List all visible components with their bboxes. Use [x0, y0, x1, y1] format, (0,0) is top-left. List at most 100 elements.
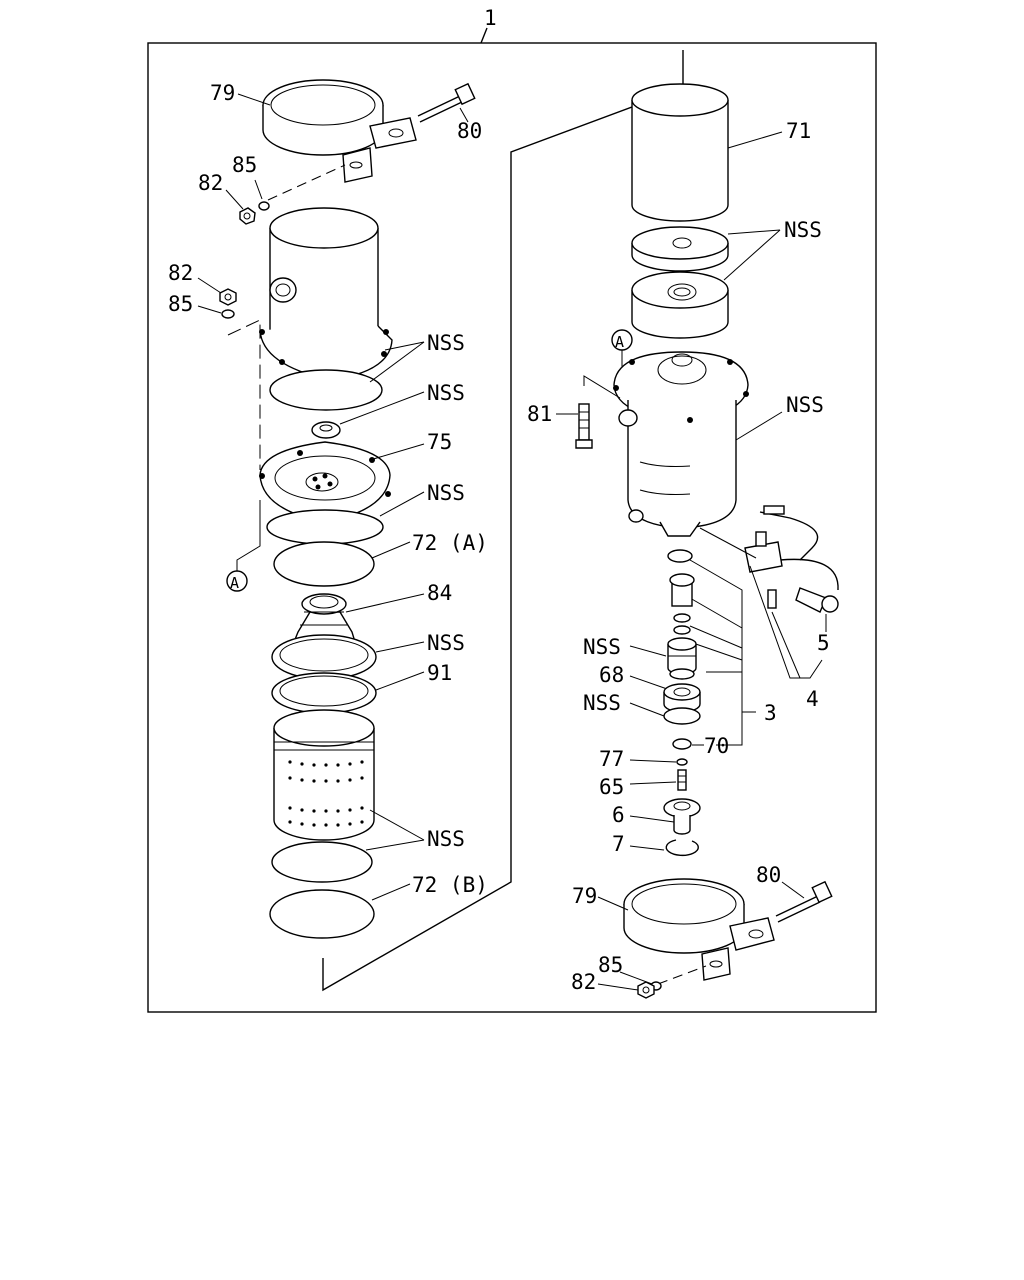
- label-82-bot: 82: [571, 970, 596, 994]
- leader-nss-5b: [365, 839, 425, 851]
- leader-72b: [371, 883, 411, 901]
- label-nss-4: NSS: [427, 631, 465, 655]
- diagram-frame: [147, 42, 877, 1013]
- label-3: 3: [764, 701, 777, 725]
- leader-4: [749, 565, 823, 679]
- leader-71: [727, 131, 783, 149]
- split-line: [322, 50, 684, 992]
- ref-mark-a-right-text: A: [615, 333, 624, 351]
- gasket-nss-1: [269, 369, 383, 411]
- label-91: 91: [427, 661, 452, 685]
- label-79-bot: 79: [572, 884, 597, 908]
- disc-nss-r1: [631, 226, 729, 272]
- bracket-3: [689, 559, 743, 746]
- sensor-wire-5: [759, 505, 839, 613]
- label-85-mid: 85: [168, 292, 193, 316]
- label-75: 75: [427, 430, 452, 454]
- perforated-element-nss-5: [273, 709, 375, 841]
- pin-65: [677, 769, 687, 791]
- ref-mark-a-left-text: A: [230, 574, 239, 592]
- label-7: 7: [612, 832, 625, 856]
- label-72b: 72 (B): [412, 873, 488, 897]
- disc-72b: [269, 889, 375, 939]
- leader-79-bot: [597, 896, 629, 911]
- ref-a-leader-left: [236, 500, 261, 572]
- gasket-nss-3: [266, 509, 384, 545]
- leader-nss-r4: [629, 645, 667, 657]
- bracket-3-l1: [689, 597, 743, 629]
- piston-nss-r4: [667, 637, 697, 675]
- label-70: 70: [704, 734, 729, 758]
- bracket-3-l3: [689, 641, 743, 661]
- leader-4b: [771, 611, 801, 679]
- washer-85-top: [258, 201, 270, 211]
- seat-nss: [663, 683, 701, 725]
- leader-82-bot: [597, 983, 639, 991]
- leader-nss-2: [339, 391, 425, 425]
- label-68: 68: [599, 663, 624, 687]
- leader-nss-r3: [735, 411, 783, 441]
- snap-ring-7: [665, 839, 699, 857]
- nut-82-bottom: [637, 981, 655, 999]
- label-nss-r4: NSS: [583, 635, 621, 659]
- label-nss-5: NSS: [427, 827, 465, 851]
- bolt-80-top: [417, 82, 476, 123]
- valve-spool: [669, 573, 695, 635]
- bolt-axis-dashed-bot: [657, 965, 707, 985]
- clamp-79-bottom: [623, 878, 775, 981]
- leader-79-top: [237, 93, 271, 106]
- bolt-axis-left: [227, 319, 261, 470]
- leader-nss-r5: [629, 702, 665, 717]
- label-72a: 72 (A): [412, 531, 488, 555]
- leader-72a: [371, 541, 411, 559]
- fitting-4: [744, 531, 783, 609]
- seal-nss-2: [311, 421, 341, 439]
- washer-77: [676, 758, 688, 766]
- leader-68: [629, 675, 671, 691]
- label-84: 84: [427, 581, 452, 605]
- bolt-81: [575, 403, 593, 449]
- label-65: 65: [599, 775, 624, 799]
- nut-82-top: [239, 207, 256, 225]
- leader-6: [629, 815, 675, 823]
- label-77: 77: [599, 747, 624, 771]
- label-80-bot: 80: [756, 863, 781, 887]
- disc-nss-lower: [271, 841, 373, 883]
- label-nss-r3: NSS: [786, 393, 824, 417]
- label-nss-1: NSS: [427, 331, 465, 355]
- leader-nss-3: [379, 491, 425, 517]
- label-nss-r1: NSS: [784, 218, 822, 242]
- label-nss-3: NSS: [427, 481, 465, 505]
- leader-91: [375, 671, 425, 691]
- bowl-housing-nss-r3: [613, 351, 749, 537]
- label-6: 6: [612, 803, 625, 827]
- ref-mark-a-left: [226, 570, 248, 592]
- clamp-79-top: [262, 79, 417, 183]
- assembly-leader: [480, 27, 488, 44]
- ring-91: [271, 672, 377, 714]
- leader-nss-r1b: [723, 229, 781, 281]
- leader-nss-1b: [369, 341, 425, 383]
- leader-80-top: [459, 107, 469, 123]
- leader-nss-5a: [369, 809, 425, 841]
- washer-85-mid: [221, 309, 235, 319]
- label-82-mid: 82: [168, 261, 193, 285]
- cap-nss-r2: [631, 271, 729, 339]
- bracket-3-l2: [689, 625, 743, 649]
- leader-82-mid: [197, 277, 222, 294]
- label-82-top: 82: [198, 171, 223, 195]
- label-nss-r5: NSS: [583, 691, 621, 715]
- leader-75: [369, 443, 425, 461]
- label-79-top: 79: [210, 81, 235, 105]
- leader-77: [629, 759, 677, 763]
- bolt-81-axis: [583, 375, 621, 399]
- cap-70: [672, 738, 692, 750]
- leader-85-top: [254, 179, 263, 200]
- leader-80-bot: [781, 881, 805, 899]
- leader-65: [629, 781, 677, 785]
- ring-68: [669, 668, 695, 680]
- label-nss-2: NSS: [427, 381, 465, 405]
- leader-85-bot: [619, 971, 653, 985]
- leader-7: [629, 845, 665, 851]
